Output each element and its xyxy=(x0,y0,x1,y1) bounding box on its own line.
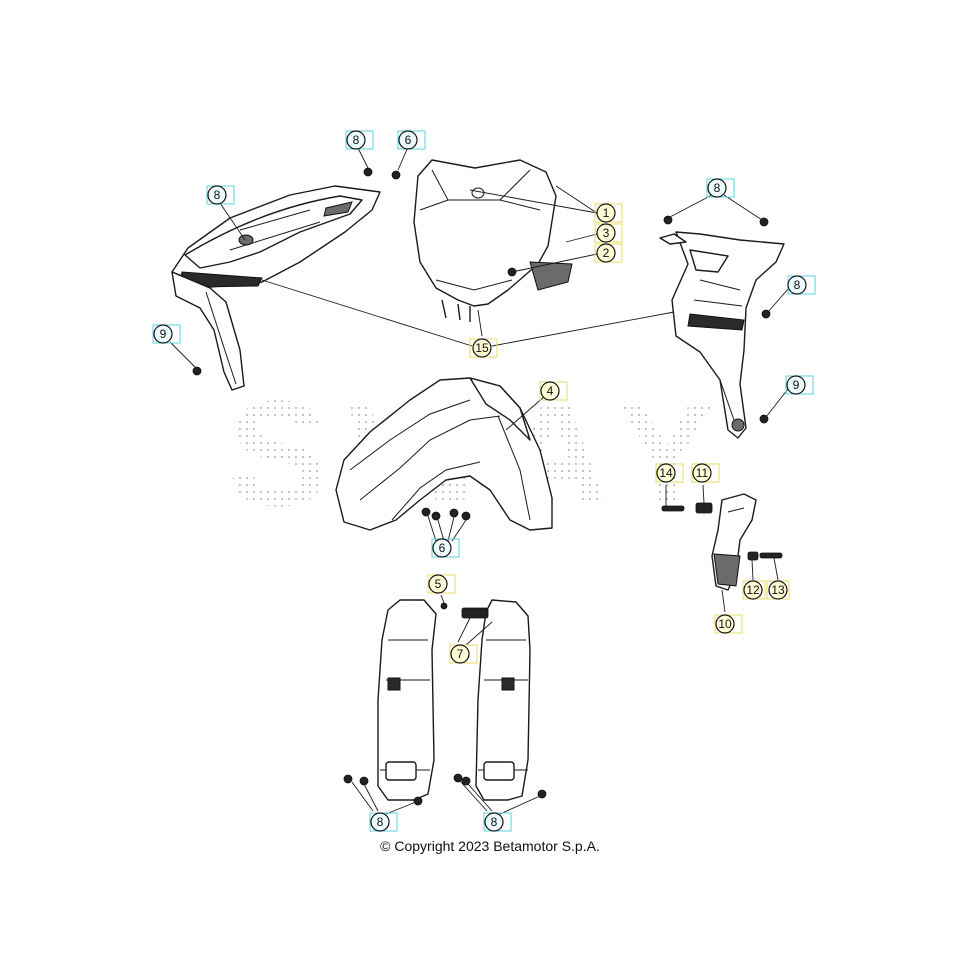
callout-5-bolt[interactable]: 5 xyxy=(427,574,456,594)
right-radiator-shroud[interactable] xyxy=(659,231,785,439)
callout-label: 10 xyxy=(718,617,732,631)
callout-label: 8 xyxy=(214,188,221,202)
front-number-plate[interactable] xyxy=(413,159,573,322)
callout-1-number-plate[interactable]: 1 xyxy=(594,203,623,223)
leader-lines xyxy=(169,146,789,815)
callout-10-bracket[interactable]: 10 xyxy=(714,614,743,634)
front-fender[interactable] xyxy=(335,377,553,531)
callout-label: 2 xyxy=(603,246,610,260)
callout-label: 9 xyxy=(793,378,800,392)
callout-8-top-left-bolt[interactable]: 8 xyxy=(345,130,374,150)
callout-label: 13 xyxy=(771,583,785,597)
callout-label: 8 xyxy=(353,133,360,147)
callout-label: 3 xyxy=(603,226,610,240)
callout-8-right-shroud-top[interactable]: 8 xyxy=(706,178,735,198)
callout-label: 15 xyxy=(475,341,489,355)
callout-label: 14 xyxy=(659,466,673,480)
callout-13-screw[interactable]: 13 xyxy=(766,580,790,600)
callout-9-right-shroud[interactable]: 9 xyxy=(785,375,814,395)
fasteners xyxy=(192,167,783,806)
callout-label: 8 xyxy=(794,278,801,292)
callout-14-bracket-bolt[interactable]: 14 xyxy=(655,463,684,483)
callout-8-right-fork-bolts[interactable]: 8 xyxy=(483,812,512,832)
callout-label: 12 xyxy=(746,583,760,597)
callout-3-number-plate[interactable]: 3 xyxy=(594,223,623,243)
callout-label: 4 xyxy=(547,384,554,398)
callout-6-top-bolt[interactable]: 6 xyxy=(397,130,426,150)
number-plate-bracket[interactable] xyxy=(711,493,757,591)
callout-label: 1 xyxy=(603,206,610,220)
callout-label: 5 xyxy=(435,577,442,591)
callout-2-number-plate[interactable]: 2 xyxy=(594,243,623,263)
callout-7-brake-hose-guide[interactable]: 7 xyxy=(449,644,478,664)
callout-9-left-shroud[interactable]: 9 xyxy=(152,324,181,344)
callout-label: 8 xyxy=(491,815,498,829)
callout-15-shroud-set[interactable]: 15 xyxy=(469,338,498,358)
callout-4-front-fender[interactable]: 4 xyxy=(539,381,568,401)
callout-label: 6 xyxy=(405,133,412,147)
callout-label: 11 xyxy=(696,466,709,480)
callout-label: 8 xyxy=(377,815,384,829)
callout-6-fender-bolts[interactable]: 6 xyxy=(431,538,460,558)
callout-label: 7 xyxy=(457,647,464,661)
callout-12-nut[interactable]: 12 xyxy=(742,580,766,600)
left-radiator-shroud[interactable] xyxy=(171,185,381,391)
callout-label: 9 xyxy=(160,327,167,341)
callout-8-right-shroud-side[interactable]: 8 xyxy=(787,275,816,295)
left-fork-guard[interactable] xyxy=(377,599,437,801)
right-fork-guard[interactable] xyxy=(475,599,531,801)
callout-8-left-shroud[interactable]: 8 xyxy=(206,185,235,205)
callout-8-left-fork-bolts[interactable]: 8 xyxy=(369,812,398,832)
callout-label: 6 xyxy=(439,541,446,555)
copyright-notice: © Copyright 2023 Betamotor S.p.A. xyxy=(380,838,600,854)
callout-11-spacer[interactable]: 11 xyxy=(691,463,720,483)
callout-label: 8 xyxy=(714,181,721,195)
